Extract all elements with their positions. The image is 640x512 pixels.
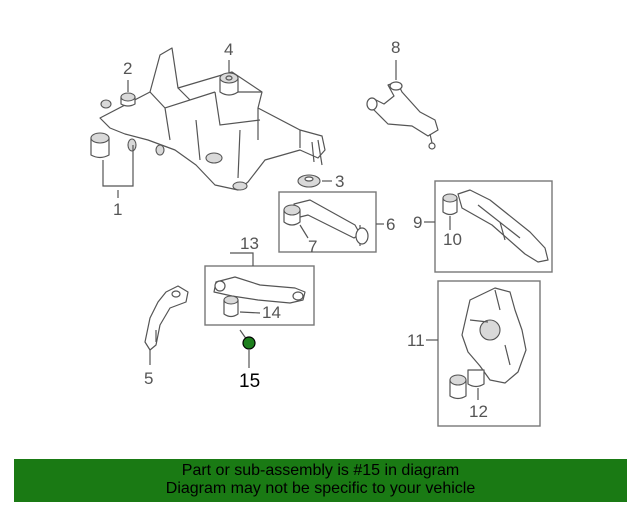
callout-1: 1 — [113, 200, 122, 219]
crossmember-part[interactable] — [99, 47, 326, 191]
callout-9: 9 — [413, 213, 422, 232]
callout-11: 11 — [407, 331, 425, 350]
callout-6: 6 — [386, 215, 395, 234]
callout-4: 4 — [224, 40, 233, 59]
upper-arm-part-8[interactable] — [366, 81, 439, 150]
banner-line-2: Diagram may not be specific to your vehi… — [165, 480, 476, 497]
link-assembly-box — [278, 191, 377, 253]
bracket-part-5[interactable] — [144, 285, 189, 351]
nut-part-2[interactable] — [120, 92, 136, 107]
bushing-part-4[interactable] — [219, 72, 239, 96]
callout-8: 8 — [391, 38, 400, 57]
callout-3: 3 — [335, 172, 344, 191]
callout-14: 14 — [262, 303, 281, 322]
parts-diagram: 1 2 3 4 5 6 7 8 9 10 11 12 13 14 15 — [90, 38, 553, 427]
callout-7: 7 — [308, 237, 317, 256]
callout-12: 12 — [469, 402, 488, 421]
callout-10: 10 — [443, 230, 462, 249]
trailing-arm-box — [434, 180, 553, 273]
banner-line-1: Part or sub-assembly is #15 in diagram — [181, 462, 460, 479]
lower-arm-box — [204, 265, 315, 326]
crossmember-bushing — [90, 132, 110, 159]
callout-15: 15 — [239, 371, 260, 392]
leader-lines — [102, 60, 479, 400]
callout-13: 13 — [240, 234, 259, 253]
washer-part-3[interactable] — [297, 174, 321, 188]
knuckle-box — [437, 280, 541, 427]
info-banner: Part or sub-assembly is #15 in diagram D… — [14, 459, 627, 502]
callout-5: 5 — [144, 369, 153, 388]
callout-2: 2 — [123, 59, 132, 78]
bolt-part-15[interactable] — [239, 329, 256, 350]
